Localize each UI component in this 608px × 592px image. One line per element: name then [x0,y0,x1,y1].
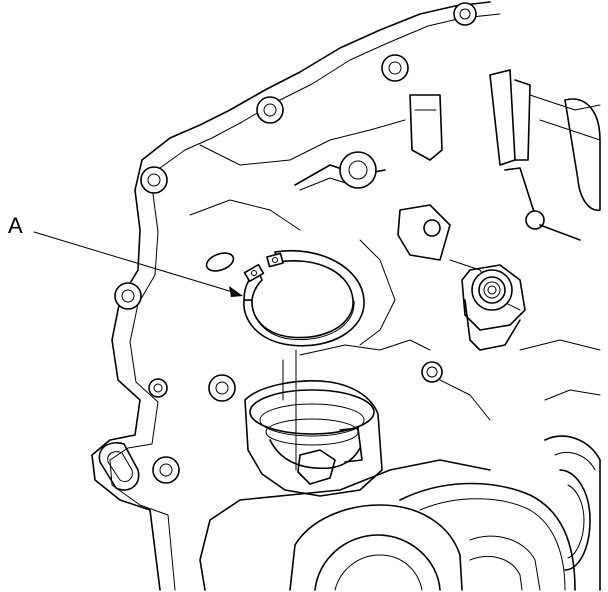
flange-bolt-bosses [114,2,477,484]
callout-label: A [8,213,23,238]
main-shaft-bore [244,349,383,497]
case-flange-outline [91,1,501,591]
right-lower-components [519,339,601,591]
interior-oval [205,252,235,272]
oblong-slot [98,442,140,491]
callout-a: A [8,213,243,297]
lower-gear-housing [199,459,576,591]
snap-ring [243,250,365,347]
leader-line [33,231,237,294]
bearing-boss [461,264,526,351]
leader-arrowhead [229,286,243,297]
shift-rod-assembly [489,69,601,241]
internal-ribs [189,94,521,421]
